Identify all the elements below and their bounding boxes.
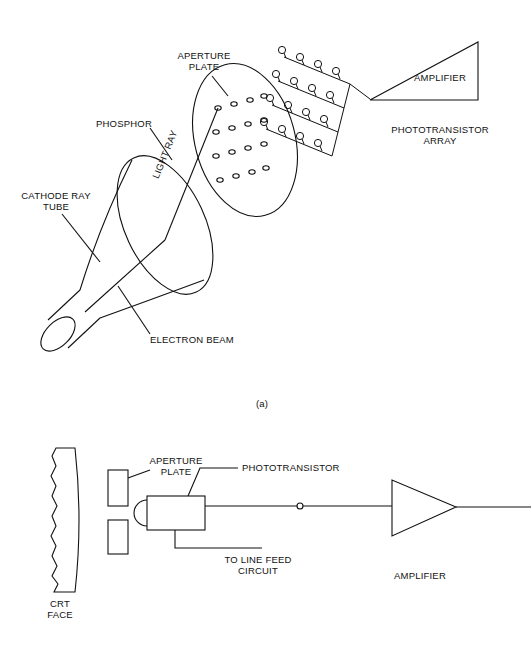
aperture-hole — [249, 170, 255, 174]
aperture-hole — [245, 122, 251, 126]
phototransistor — [332, 67, 339, 74]
row-bus — [272, 105, 338, 132]
aperture-hole — [247, 98, 253, 102]
part-label: CRT FACE — [38, 598, 82, 620]
phototransistor — [320, 115, 327, 122]
aperture-hole — [263, 166, 269, 170]
phototransistor — [326, 91, 333, 98]
transistor-leads — [266, 125, 322, 151]
transistor-leads — [272, 101, 328, 127]
aperture-hole — [215, 106, 221, 110]
phototransistor — [314, 139, 321, 146]
phototransistor — [302, 108, 309, 115]
aperture-hole — [261, 142, 267, 146]
phototransistor — [296, 132, 303, 139]
aperture-hole — [213, 154, 219, 158]
part-label: ELECTRON BEAM — [150, 334, 260, 345]
amplifier-outline — [390, 478, 472, 586]
phototransistor — [272, 70, 279, 77]
part-label: APERTURE PLATE — [146, 455, 206, 477]
amplifier-label: AMPLIFIER — [414, 72, 466, 83]
row-bus — [278, 81, 344, 108]
phototransistor — [266, 94, 273, 101]
aperture-hole — [229, 126, 235, 130]
part-label: LIGHT RAY — [150, 111, 186, 180]
line-feed-wire — [175, 530, 262, 548]
junction-dot — [297, 503, 303, 509]
phototransistor — [278, 125, 285, 132]
amplifier-outline — [368, 40, 480, 102]
output-wire — [456, 506, 531, 507]
crt-funnel — [80, 160, 132, 290]
leader-line — [118, 286, 150, 334]
transistor-leads — [284, 53, 340, 79]
aperture-hole — [231, 102, 237, 106]
phototransistor — [314, 60, 321, 67]
electron-beam — [85, 240, 165, 312]
amplifier-node: AMPLIFIER — [368, 40, 480, 102]
leader-line — [212, 76, 228, 96]
amplifier-symbol — [370, 42, 478, 100]
leader-line — [62, 214, 100, 262]
amplifier-input-wire — [350, 84, 370, 99]
aperture-hole — [229, 150, 235, 154]
phototransistor — [278, 46, 285, 53]
aperture-plate — [108, 470, 128, 506]
transistor-leads — [278, 77, 334, 103]
part-label: (a) — [256, 398, 286, 409]
aperture-hole — [245, 146, 251, 150]
phototransistor — [296, 53, 303, 60]
amplifier-symbol — [392, 480, 456, 536]
phototransistor-lens — [134, 500, 147, 526]
aperture-plate — [108, 520, 128, 554]
phototransistor-body — [147, 496, 205, 530]
phototransistor — [308, 84, 315, 91]
phototransistor — [290, 77, 297, 84]
aperture-hole — [233, 174, 239, 178]
amplifier-label: AMPLIFIER — [394, 570, 446, 581]
part-label: PHOTOTRANSISTOR ARRAY — [388, 124, 492, 146]
light-ray — [165, 108, 218, 240]
leader-line — [128, 470, 150, 478]
crt-neck-end — [35, 311, 82, 358]
part-label: PHOTOTRANSISTOR — [242, 462, 352, 473]
crt-funnel — [100, 280, 204, 318]
part-label: TO LINE FEED CIRCUIT — [212, 554, 304, 576]
aperture-hole — [213, 130, 219, 134]
row-bus — [284, 57, 350, 84]
part-label: PHOSPHOR — [96, 118, 166, 129]
crt-neck — [48, 290, 80, 320]
part-label: APERTURE PLATE — [168, 50, 240, 72]
phototransistor — [260, 118, 267, 125]
row-bus — [266, 129, 332, 156]
crt-face — [51, 448, 79, 592]
leader-line — [188, 468, 238, 496]
amplifier-node: AMPLIFIER — [390, 478, 472, 586]
aperture-hole — [217, 178, 223, 182]
part-label: CATHODE RAY TUBE — [18, 190, 94, 212]
phototransistor — [284, 101, 291, 108]
collector-bus — [332, 84, 350, 156]
